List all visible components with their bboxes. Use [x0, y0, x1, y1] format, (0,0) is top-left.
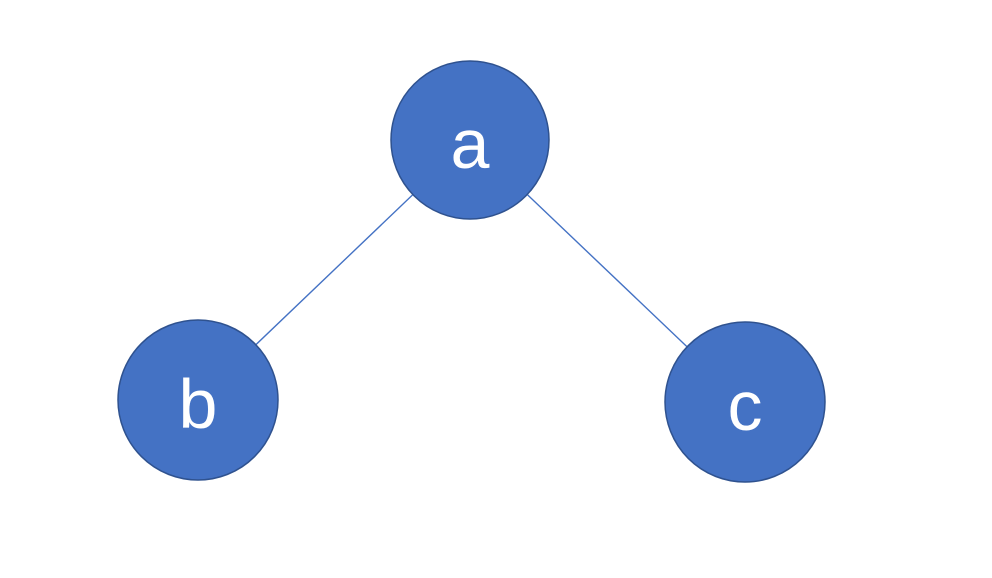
node-a[interactable]: a [390, 60, 550, 220]
node-label-c: c [728, 367, 763, 445]
node-c[interactable]: c [664, 321, 826, 483]
node-label-a: a [451, 105, 490, 183]
node-circle-c[interactable] [664, 321, 826, 483]
node-circle-a[interactable] [390, 60, 550, 220]
node-circle-b[interactable] [117, 319, 279, 481]
node-b[interactable]: b [117, 319, 279, 481]
node-label-b: b [179, 365, 218, 443]
